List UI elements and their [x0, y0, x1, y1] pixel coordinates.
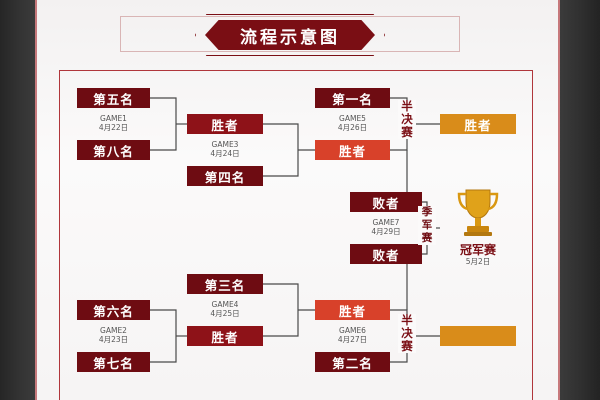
game1-connector [150, 97, 177, 151]
game6-date: 4月27日 [337, 335, 368, 344]
game1-info: GAME1 4月22日 [77, 114, 150, 132]
game5-name: GAME5 [339, 114, 366, 123]
title-plate: 流程示意图 [205, 20, 375, 50]
game4-connector [263, 283, 299, 337]
game2-name: GAME2 [100, 326, 127, 335]
game5-info: GAME5 4月26日 [315, 114, 390, 132]
final-date: 5月2日 [465, 257, 491, 266]
slot-final-bottom [440, 326, 516, 346]
label-third-place: 季军赛 [418, 206, 436, 245]
game7-name: GAME7 [372, 218, 400, 227]
game2-connector [150, 309, 177, 363]
game3-connector [263, 123, 299, 177]
slot-game3-winner: 胜者 [315, 140, 390, 160]
slot-sixth-seed: 第六名 [77, 300, 150, 320]
game7-info: GAME7 4月29日 [350, 218, 422, 236]
page-title: 流程示意图 [240, 27, 340, 48]
bracket-frame [59, 70, 533, 400]
right-background-strip [560, 0, 600, 400]
slot-final-top: 胜者 [440, 114, 516, 134]
game3-name: GAME3 [211, 140, 239, 149]
game3-date: 4月24日 [210, 149, 240, 158]
slot-loser-top: 败者 [350, 192, 422, 212]
game3-info: GAME3 4月24日 [187, 140, 263, 158]
poster-left-edge [35, 0, 37, 400]
slot-first-seed: 第一名 [315, 88, 390, 108]
slot-third-seed: 第三名 [187, 274, 263, 294]
slot-eighth-seed: 第八名 [77, 140, 150, 160]
slot-second-seed: 第二名 [315, 352, 390, 372]
trophy-icon [457, 189, 499, 236]
game6-info: GAME6 4月27日 [315, 326, 390, 344]
game1-date: 4月22日 [98, 123, 129, 132]
game2-date: 4月23日 [98, 335, 129, 344]
header-band [120, 16, 460, 52]
game1-name: GAME1 [100, 114, 127, 123]
slot-game4-winner: 胜者 [315, 300, 390, 320]
game7-date: 4月29日 [371, 227, 401, 236]
slot-game2-winner: 胜者 [187, 326, 263, 346]
game6-name: GAME6 [339, 326, 366, 335]
game2-info: GAME2 4月23日 [77, 326, 150, 344]
slot-loser-bottom: 败者 [350, 244, 422, 264]
game4-name: GAME4 [211, 300, 239, 309]
slot-fifth-seed: 第五名 [77, 88, 150, 108]
left-background-strip [0, 0, 35, 400]
bracket-poster: 流程示意图 [35, 0, 560, 400]
poster-right-edge [558, 0, 560, 400]
label-final: 冠军赛 [459, 243, 496, 257]
slot-game1-winner: 胜者 [187, 114, 263, 134]
slot-seventh-seed: 第七名 [77, 352, 150, 372]
game4-info: GAME4 4月25日 [187, 300, 263, 318]
label-semifinal-bottom: 半决赛 [398, 314, 416, 353]
label-semifinal-top: 半决赛 [398, 100, 416, 139]
game5-date: 4月26日 [337, 123, 368, 132]
slot-fourth-seed: 第四名 [187, 166, 263, 186]
game4-date: 4月25日 [210, 309, 240, 318]
title-frame [195, 14, 385, 56]
